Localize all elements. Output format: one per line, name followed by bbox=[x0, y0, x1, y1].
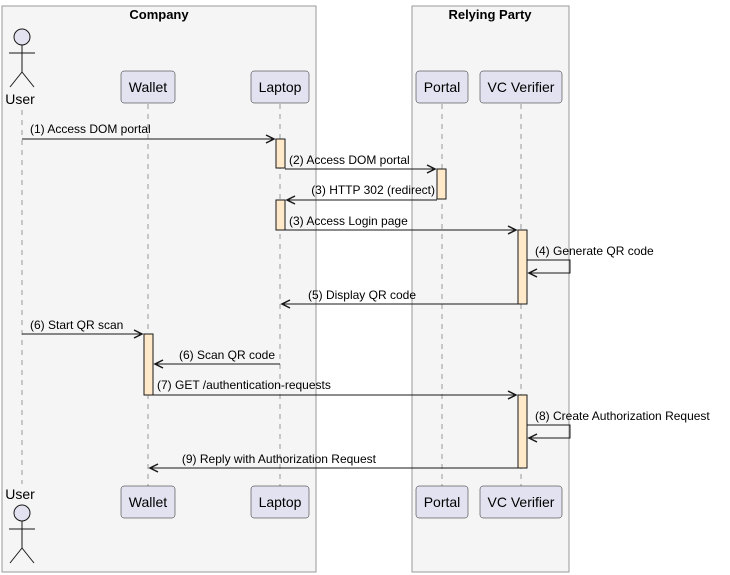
actor-user-label: User bbox=[5, 91, 35, 107]
message-10-self: (8) Create Authorization Request bbox=[527, 409, 710, 443]
arrowhead bbox=[507, 225, 518, 235]
message-5-self: (4) Generate QR code bbox=[527, 244, 654, 278]
participant-box bbox=[479, 485, 563, 519]
participant-box bbox=[250, 485, 310, 519]
message-6: (5) Display QR code bbox=[280, 288, 518, 309]
message-label: (4) Generate QR code bbox=[535, 244, 654, 258]
activation-portal bbox=[436, 168, 447, 200]
participant-box bbox=[479, 70, 563, 104]
message-label: (7) GET /authentication-requests bbox=[157, 378, 331, 392]
arrowhead bbox=[265, 134, 276, 144]
participant-box bbox=[120, 485, 176, 519]
actor-user-bottom: User bbox=[5, 486, 35, 564]
activation-verifier-2 bbox=[517, 394, 528, 469]
arrowhead bbox=[280, 299, 291, 309]
message-label: (5) Display QR code bbox=[308, 288, 416, 302]
arrowhead bbox=[133, 329, 144, 339]
participant-box bbox=[415, 485, 469, 519]
participant-laptop-label: Laptop bbox=[259, 79, 302, 95]
actor-leg-left bbox=[9, 547, 23, 564]
message-line bbox=[527, 259, 571, 274]
actor-leg-left bbox=[9, 71, 23, 88]
actor-leg-right bbox=[21, 547, 35, 564]
message-3: (3) HTTP 302 (redirect) bbox=[285, 183, 437, 205]
message-label: (1) Access DOM portal bbox=[30, 122, 151, 136]
message-label: (3) HTTP 302 (redirect) bbox=[311, 183, 435, 197]
message-label: (3) Access Login page bbox=[289, 214, 408, 228]
message-label: (2) Access DOM portal bbox=[289, 153, 410, 167]
participant-wallet-label: Wallet bbox=[129, 494, 167, 510]
participant-verifier-label: VC Verifier bbox=[488, 79, 555, 95]
message-2: (2) Access DOM portal bbox=[285, 153, 437, 174]
participant-wallet-top: Wallet bbox=[120, 70, 176, 104]
participant-laptop-top: Laptop bbox=[250, 70, 310, 104]
arrowhead bbox=[153, 359, 164, 369]
activation-verifier-1 bbox=[517, 229, 528, 305]
arrowhead bbox=[527, 268, 538, 278]
participant-verifier-label: VC Verifier bbox=[488, 494, 555, 510]
arrowhead bbox=[148, 463, 159, 473]
participant-laptop-bottom: Laptop bbox=[250, 485, 310, 519]
participant-wallet-bottom: Wallet bbox=[120, 485, 176, 519]
activation-laptop-2 bbox=[275, 199, 286, 231]
actor-head bbox=[13, 504, 31, 522]
message-line bbox=[527, 424, 571, 439]
message-9: (7) GET /authentication-requests bbox=[153, 378, 518, 400]
message-label: (8) Create Authorization Request bbox=[535, 409, 710, 423]
actor-head bbox=[13, 28, 31, 46]
participant-verifier-bottom: VC Verifier bbox=[479, 485, 563, 519]
message-label: (6) Start QR scan bbox=[30, 318, 123, 332]
arrowhead bbox=[527, 433, 538, 443]
message-1: (1) Access DOM portal bbox=[22, 122, 276, 144]
message-11: (9) Reply with Authorization Request bbox=[148, 452, 518, 473]
participant-box bbox=[120, 70, 176, 104]
actor-leg-right bbox=[21, 71, 35, 88]
participant-wallet-label: Wallet bbox=[129, 79, 167, 95]
participant-portal-top: Portal bbox=[415, 70, 469, 104]
message-4: (3) Access Login page bbox=[285, 214, 518, 235]
participant-portal-label: Portal bbox=[424, 494, 461, 510]
arrowhead bbox=[285, 195, 296, 205]
arrowhead bbox=[507, 390, 518, 400]
participant-portal-label: Portal bbox=[424, 79, 461, 95]
activation-wallet bbox=[143, 333, 154, 396]
message-label: (6) Scan QR code bbox=[179, 348, 275, 362]
group-company-title: Company bbox=[129, 7, 189, 22]
arrowhead bbox=[426, 164, 437, 174]
participant-box bbox=[415, 70, 469, 104]
group-relying-party-title: Relying Party bbox=[448, 7, 532, 22]
participant-verifier-top: VC Verifier bbox=[479, 70, 563, 104]
participant-portal-bottom: Portal bbox=[415, 485, 469, 519]
participant-box bbox=[250, 70, 310, 104]
actor-user-top: User bbox=[5, 28, 35, 107]
actor-user-label: User bbox=[5, 486, 35, 502]
message-7: (6) Start QR scan bbox=[22, 318, 144, 339]
message-label: (9) Reply with Authorization Request bbox=[182, 452, 377, 466]
participant-laptop-label: Laptop bbox=[259, 494, 302, 510]
message-8: (6) Scan QR code bbox=[153, 348, 280, 369]
activation-laptop-1 bbox=[275, 138, 286, 169]
